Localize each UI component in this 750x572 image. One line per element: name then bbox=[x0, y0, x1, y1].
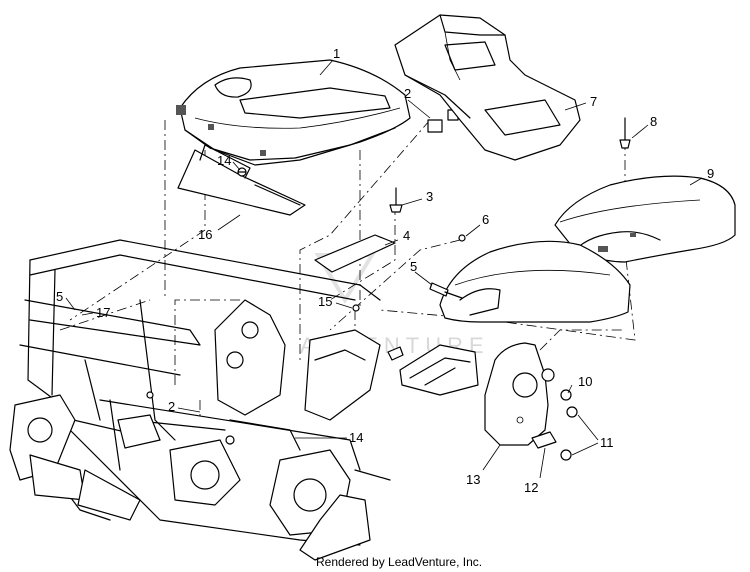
clip-part bbox=[427, 109, 459, 133]
callout-label-10: 10 bbox=[578, 374, 592, 389]
callout-label-12: 12 bbox=[524, 480, 538, 495]
callout-label-2: 2 bbox=[404, 86, 411, 101]
callout-label-8: 8 bbox=[650, 114, 657, 129]
plate-part bbox=[531, 431, 557, 449]
plate-part bbox=[314, 234, 396, 273]
callout-label-14: 14 bbox=[349, 430, 363, 445]
screw-part bbox=[458, 234, 466, 242]
screw-part bbox=[389, 187, 403, 213]
frame-assembly bbox=[9, 239, 391, 561]
mud-flap-part bbox=[484, 342, 555, 446]
callout-label-17: 17 bbox=[96, 305, 110, 320]
callout-label-13: 13 bbox=[466, 472, 480, 487]
callout-label-11: 11 bbox=[600, 435, 614, 450]
callout-label-3: 3 bbox=[426, 189, 433, 204]
washer-part bbox=[560, 449, 572, 461]
bracket-part bbox=[177, 144, 306, 216]
side-fender-part bbox=[439, 240, 631, 323]
screw-part bbox=[352, 304, 360, 312]
front-cover-part bbox=[176, 59, 411, 166]
nut-part bbox=[560, 389, 578, 418]
rear-fender-part bbox=[554, 175, 736, 263]
console-housing-part bbox=[394, 14, 581, 161]
callout-label-5: 5 bbox=[56, 289, 63, 304]
bolt-part bbox=[429, 282, 463, 299]
callout-label-16: 16 bbox=[198, 227, 212, 242]
callout-label-6: 6 bbox=[482, 212, 489, 227]
callout-label-14: 14 bbox=[217, 153, 231, 168]
bolt-part bbox=[387, 346, 404, 361]
callout-label-4: 4 bbox=[403, 228, 410, 243]
callout-label-5: 5 bbox=[410, 259, 417, 274]
callout-label-1: 1 bbox=[333, 46, 340, 61]
callout-label-7: 7 bbox=[590, 94, 597, 109]
mount-bracket bbox=[399, 344, 479, 396]
leader-lines bbox=[65, 59, 703, 479]
footer-credit: Rendered by LeadVenture, Inc. bbox=[316, 555, 482, 569]
callout-label-15: 15 bbox=[318, 294, 332, 309]
callout-label-2: 2 bbox=[168, 399, 175, 414]
screw-part bbox=[619, 117, 631, 149]
callout-labels: 1 2 7 8 9 3 4 6 5 15 14 16 5 17 2 14 10 … bbox=[56, 46, 714, 495]
callout-label-9: 9 bbox=[707, 166, 714, 181]
